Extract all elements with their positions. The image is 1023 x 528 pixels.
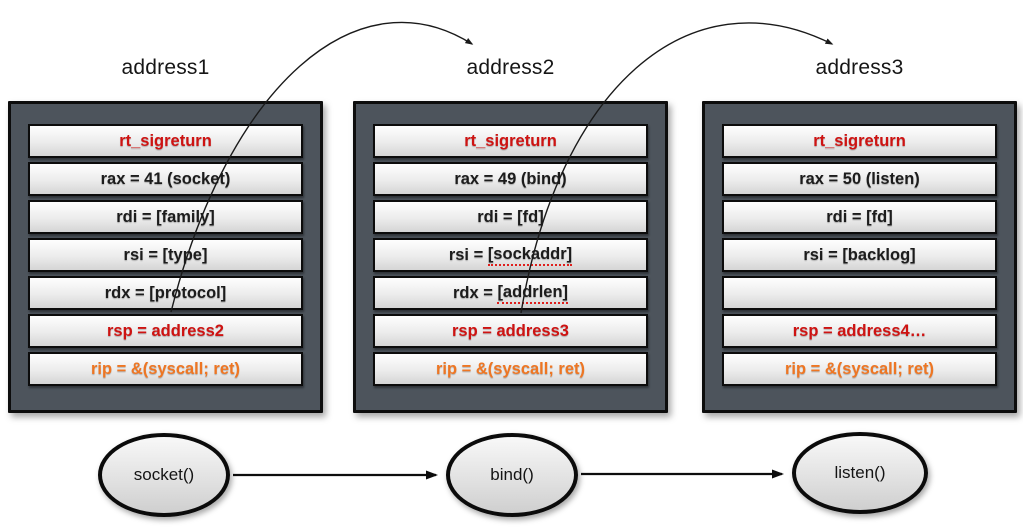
flow-node-listen: listen() bbox=[792, 432, 928, 514]
box-title-address2: address2 bbox=[466, 56, 555, 79]
row-text: rsi = bbox=[448, 245, 488, 264]
stack-frame-address1: rt_sigreturn rax = 41 (socket) rdi = [fa… bbox=[8, 101, 323, 413]
stack-row-rt-sigreturn: rt_sigreturn bbox=[28, 124, 303, 158]
row-text: rax = 49 (bind) bbox=[454, 169, 567, 188]
stack-row-empty bbox=[722, 276, 997, 310]
stack-rows: rt_sigreturn rax = 41 (socket) rdi = [fa… bbox=[28, 124, 303, 386]
row-text-misspelled: [sockaddr] bbox=[487, 245, 573, 266]
row-text: rip = &(syscall; ret) bbox=[784, 359, 934, 378]
stack-frame-address2: rt_sigreturn rax = 49 (bind) rdi = [fd] … bbox=[353, 101, 668, 413]
stack-row-rip: rip = &(syscall; ret) bbox=[373, 352, 648, 386]
stack-row-rsp: rsp = address3 bbox=[373, 314, 648, 348]
row-text: rsi = [backlog] bbox=[803, 245, 916, 264]
row-text: rip = &(syscall; ret) bbox=[90, 359, 240, 378]
stack-row-rax: rax = 41 (socket) bbox=[28, 162, 303, 196]
row-text: rsp = address3 bbox=[452, 321, 569, 340]
row-text: rax = 41 (socket) bbox=[100, 169, 231, 188]
row-text: rdx = bbox=[452, 283, 498, 302]
flow-node-label: listen() bbox=[834, 463, 886, 482]
stack-row-rip: rip = &(syscall; ret) bbox=[722, 352, 997, 386]
stack-rows: rt_sigreturn rax = 50 (listen) rdi = [fd… bbox=[722, 124, 997, 386]
stack-row-rsi: rsi = [sockaddr] bbox=[373, 238, 648, 272]
box-title-address3: address3 bbox=[815, 56, 904, 79]
row-text: rax = 50 (listen) bbox=[799, 169, 920, 188]
row-text: rsi = [type] bbox=[123, 245, 208, 264]
stack-row-rsi: rsi = [backlog] bbox=[722, 238, 997, 272]
row-text: rsp = address4… bbox=[792, 321, 927, 340]
stack-row-rdi: rdi = [fd] bbox=[722, 200, 997, 234]
stack-row-rax: rax = 49 (bind) bbox=[373, 162, 648, 196]
box-title-address1: address1 bbox=[121, 56, 210, 79]
stack-row-rdx: rdx = [protocol] bbox=[28, 276, 303, 310]
row-text: rt_sigreturn bbox=[119, 131, 212, 150]
flow-node-label: socket() bbox=[133, 465, 195, 484]
stack-rows: rt_sigreturn rax = 49 (bind) rdi = [fd] … bbox=[373, 124, 648, 386]
row-text-misspelled: [addrlen] bbox=[497, 283, 569, 304]
stack-row-rt-sigreturn: rt_sigreturn bbox=[722, 124, 997, 158]
row-text: rt_sigreturn bbox=[464, 131, 557, 150]
stack-frame-address3: rt_sigreturn rax = 50 (listen) rdi = [fd… bbox=[702, 101, 1017, 413]
row-text: rdx = [protocol] bbox=[104, 283, 227, 302]
stack-row-rip: rip = &(syscall; ret) bbox=[28, 352, 303, 386]
stack-row-rdi: rdi = [family] bbox=[28, 200, 303, 234]
flow-node-label: bind() bbox=[490, 465, 534, 484]
row-text: rsp = address2 bbox=[107, 321, 224, 340]
stack-row-rdx: rdx = [addrlen] bbox=[373, 276, 648, 310]
flow-node-bind: bind() bbox=[446, 433, 578, 517]
row-text: rdi = [family] bbox=[116, 207, 215, 226]
flow-node-socket: socket() bbox=[98, 433, 230, 517]
row-text: rdi = [fd] bbox=[826, 207, 893, 226]
stack-row-rsi: rsi = [type] bbox=[28, 238, 303, 272]
stack-row-rdi: rdi = [fd] bbox=[373, 200, 648, 234]
stack-row-rsp: rsp = address2 bbox=[28, 314, 303, 348]
stack-row-rsp: rsp = address4… bbox=[722, 314, 997, 348]
row-text: rip = &(syscall; ret) bbox=[435, 359, 585, 378]
stack-row-rax: rax = 50 (listen) bbox=[722, 162, 997, 196]
row-text: rdi = [fd] bbox=[477, 207, 544, 226]
row-text: rt_sigreturn bbox=[813, 131, 906, 150]
stack-row-rt-sigreturn: rt_sigreturn bbox=[373, 124, 648, 158]
